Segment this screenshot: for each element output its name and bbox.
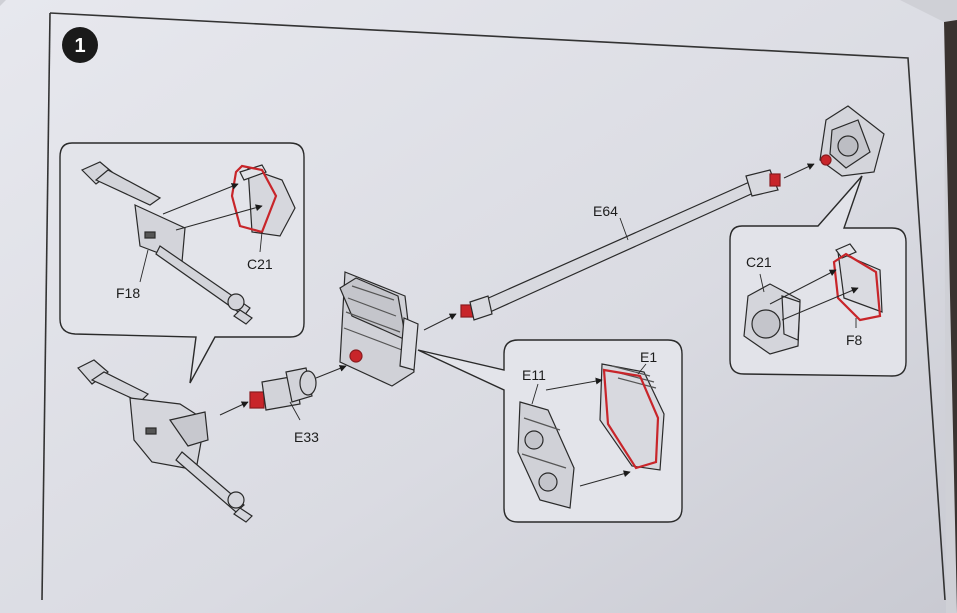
step-badge: 1 — [62, 27, 98, 63]
step-frame-border — [49, 12, 946, 601]
housing-cover-inset-icon — [239, 164, 296, 237]
leader-line — [139, 249, 149, 283]
rear-differential-icon — [819, 105, 885, 177]
step-number: 1 — [74, 35, 85, 57]
glue-highlight-e1 — [602, 368, 660, 470]
assembly-arrow — [315, 365, 347, 379]
part-label-f18: F18 — [116, 285, 140, 301]
transfer-case-inset-icon — [517, 401, 575, 509]
cover-plate-inset-icon — [835, 243, 883, 313]
part-label-c21-right: C21 — [746, 254, 772, 270]
callout-axle-housing: C21 F18 — [59, 142, 305, 384]
assembly-arrow — [545, 377, 603, 391]
differential-inset-icon — [743, 283, 801, 355]
assembly-arrow — [781, 287, 859, 321]
part-label-e11: E11 — [522, 367, 546, 383]
assembly-arrow — [769, 269, 837, 305]
part-label-e33: E33 — [294, 429, 319, 445]
axle-inset-icon — [80, 161, 253, 325]
glue-highlight-c21 — [230, 164, 278, 234]
leader-line — [259, 231, 263, 253]
assembly-arrow — [423, 313, 457, 331]
assembly-arrow — [783, 163, 815, 179]
part-label-c21: C21 — [247, 256, 273, 272]
universal-joint-icon — [249, 367, 317, 411]
leader-line — [759, 273, 765, 293]
axle-assembly-icon — [77, 359, 253, 523]
callout-transfer-case-cover: E11 E1 — [417, 339, 683, 523]
transfer-case-icon — [339, 271, 419, 387]
leader-line — [619, 217, 629, 241]
leader-line — [289, 401, 301, 421]
assembly-arrow — [162, 183, 239, 215]
step-frame-left — [41, 12, 51, 601]
leader-line — [531, 383, 539, 405]
part-label-f8: F8 — [846, 332, 863, 348]
part-label-e1: E1 — [640, 349, 657, 365]
transfer-cover-inset-icon — [599, 363, 665, 471]
callout-differential: C21 F8 — [729, 175, 907, 377]
assembly-arrow — [175, 204, 263, 231]
leader-line — [637, 363, 647, 375]
assembly-arrow — [219, 401, 249, 416]
drive-shaft-icon — [460, 169, 781, 321]
assembly-arrow — [579, 470, 631, 487]
part-label-e64: E64 — [593, 203, 618, 219]
glue-highlight-f8 — [832, 252, 882, 322]
